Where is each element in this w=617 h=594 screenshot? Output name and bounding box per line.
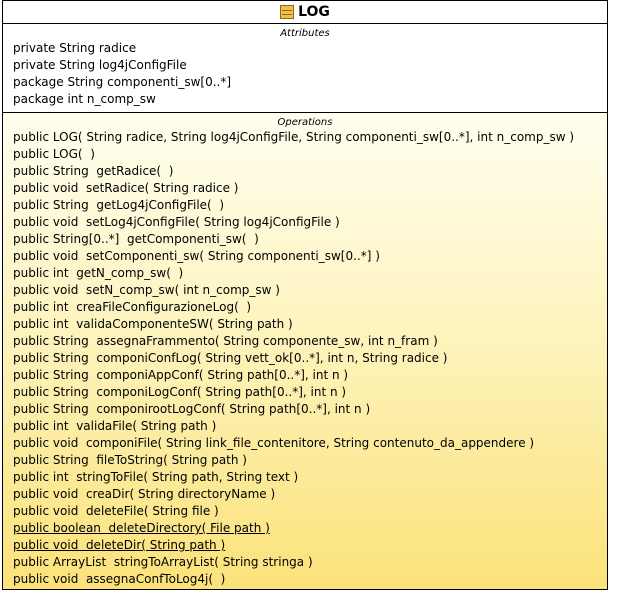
class-icon <box>280 5 295 19</box>
operation-item: public ArrayList stringToArrayList( Stri… <box>13 555 313 569</box>
operation-item: public boolean deleteDirectory( File pat… <box>13 521 270 535</box>
operation-item: public void deleteDir( String path ) <box>13 538 226 552</box>
operation-item: public int validaComponenteSW( String pa… <box>13 317 293 331</box>
operation-item: public String[0..*] getComponenti_sw( ) <box>13 232 259 246</box>
operation-item: public int validaFile( String path ) <box>13 419 217 433</box>
operation-item: public int stringToFile( String path, St… <box>13 470 299 484</box>
operation-item: public String fileToString( String path … <box>13 453 247 467</box>
operation-item: public void setRadice( String radice ) <box>13 181 239 195</box>
operation-item: public String componiLogConf( String pat… <box>13 385 347 399</box>
operation-item: public LOG( ) <box>13 147 95 161</box>
attribute-list: private String radice private String log4… <box>13 40 597 108</box>
operation-item: public LOG( String radice, String log4jC… <box>13 130 575 144</box>
operation-list: public LOG( String radice, String log4jC… <box>13 129 597 588</box>
operation-item: public String componirootLogConf( String… <box>13 402 371 416</box>
operation-item: public void deleteFile( String file ) <box>13 504 219 518</box>
operation-item: public int creaFileConfigurazioneLog( ) <box>13 300 252 314</box>
attribute-item: private String radice <box>13 41 137 55</box>
operation-item: public void setLog4jConfigFile( String l… <box>13 215 340 229</box>
operation-item: public String assegnaFrammento( String c… <box>13 334 438 348</box>
operations-title: Operations <box>277 117 333 128</box>
operation-item: public void assegnaConfToLog4j( ) <box>13 572 226 586</box>
operation-item: public void setComponenti_sw( String com… <box>13 249 380 263</box>
class-name: LOG <box>298 4 330 20</box>
operation-item: public String componiAppConf( String pat… <box>13 368 349 382</box>
attribute-item: package int n_comp_sw <box>13 92 156 106</box>
attribute-item: private String log4jConfigFile <box>13 58 187 72</box>
operation-item: public String getRadice( ) <box>13 164 174 178</box>
operations-compartment: Operations public LOG( String radice, St… <box>3 113 607 588</box>
operation-item: public int getN_comp_sw( ) <box>13 266 184 280</box>
class-header: LOG <box>3 1 607 24</box>
operation-item: public String getLog4jConfigFile( ) <box>13 198 225 212</box>
attribute-item: package String componenti_sw[0..*] <box>13 75 232 89</box>
operation-item: public void componiFile( String link_fil… <box>13 436 535 450</box>
operation-item: public String componiConfLog( String vet… <box>13 351 448 365</box>
operation-item: public void creaDir( String directoryNam… <box>13 487 276 501</box>
attributes-title: Attributes <box>280 28 330 39</box>
operation-item: public void setN_comp_sw( int n_comp_sw … <box>13 283 280 297</box>
